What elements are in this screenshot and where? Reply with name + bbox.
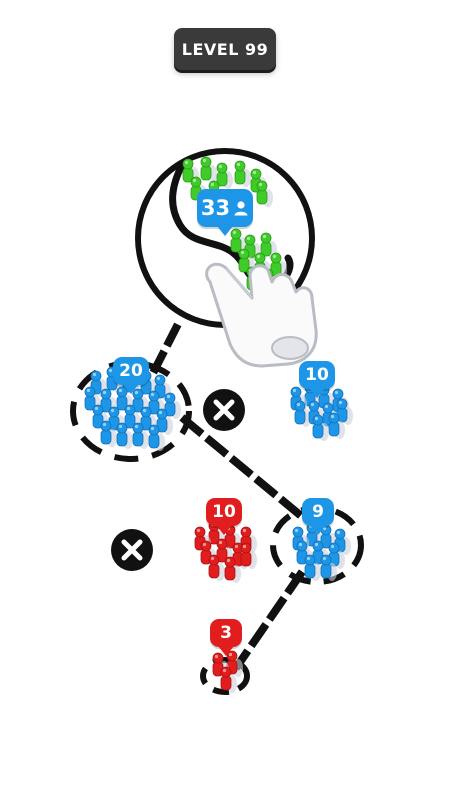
crowd-count-badge-green: 33 [197, 189, 253, 236]
path-link [179, 414, 306, 521]
crowd-count: 20 [119, 361, 143, 381]
crowd-count-badge-red-b: 3 [210, 619, 242, 656]
crowd-ring [200, 657, 250, 695]
blue-crowd-figure [294, 400, 311, 427]
blue-crowd-figure [334, 528, 351, 555]
green-crowd-figure [234, 160, 251, 187]
blue-crowd-figure [304, 554, 321, 581]
red-crowd-figure [220, 666, 237, 693]
blue-crowd-figure [328, 412, 345, 439]
blue-crowd-figure [328, 542, 345, 569]
path-link [232, 569, 306, 671]
crowd-count-badge-red-a: 10 [206, 498, 242, 535]
red-crowd-figure [224, 556, 241, 583]
blue-crowd-figure [100, 388, 117, 415]
blue-crowd-figure [164, 392, 181, 419]
crowd-count: 9 [312, 502, 324, 522]
level-badge: LEVEL 99 [174, 28, 276, 70]
path-layer [146, 322, 306, 671]
blue-crowd-figure [312, 414, 329, 441]
blue-crowd-figure [148, 424, 165, 451]
crowd-count: 3 [220, 623, 232, 643]
green-crowd-figure [200, 156, 217, 183]
blue-crowd-figure [116, 422, 133, 449]
crowd-count: 33 [200, 196, 231, 220]
crowd-count: 10 [212, 502, 236, 522]
blocked-marker[interactable] [203, 389, 245, 431]
crowd-count-badge-blue-c: 9 [302, 498, 334, 535]
crowd-count-badge-blue-a: 20 [113, 357, 149, 394]
blocked-marker[interactable] [111, 529, 153, 571]
x-icon [213, 399, 235, 421]
person-icon [234, 201, 248, 216]
blue-crowd-figure [156, 408, 173, 435]
x-icon [121, 539, 143, 561]
red-crowd-figure [240, 542, 257, 569]
blue-crowd-figure [320, 554, 337, 581]
blue-crowd-figure [100, 420, 117, 447]
red-crowd-figure [208, 554, 225, 581]
crowd-count-badge-blue-b: 10 [299, 361, 335, 398]
blue-crowd-figure [132, 422, 149, 449]
tap-hand-icon [205, 262, 318, 368]
green-crowd-figure [216, 162, 233, 189]
crowd-count: 10 [305, 365, 329, 385]
green-crowd-figure [256, 180, 273, 207]
blue-crowd-figure [148, 390, 165, 417]
